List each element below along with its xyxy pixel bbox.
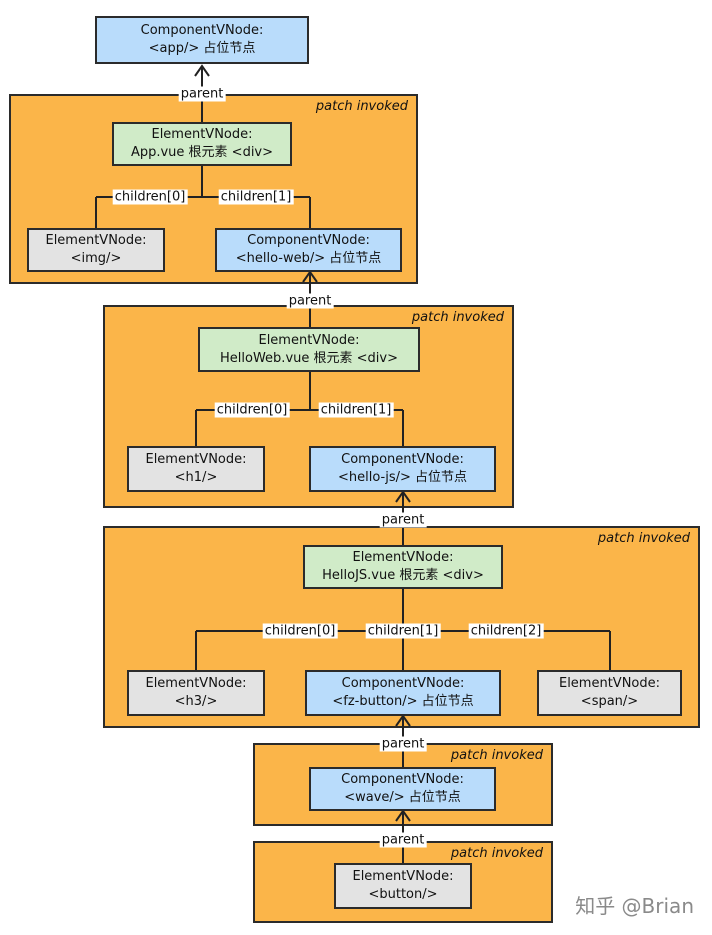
node-type: ComponentVNode:: [341, 452, 464, 467]
node-type: ElementVNode:: [258, 332, 360, 348]
node-desc: <fz-button/> 占位节点: [332, 694, 474, 709]
patch-invoked-label: patch invoked: [450, 846, 543, 861]
parent-label: parent: [286, 293, 334, 309]
node-hellojs-root: ElementVNode: HelloJS.vue 根元素 <div>: [303, 545, 503, 589]
node-type: ComponentVNode:: [341, 772, 464, 787]
node-span: ElementVNode: <span/>: [537, 670, 682, 716]
node-type: ElementVNode:: [558, 676, 661, 691]
node-desc: <img/>: [70, 251, 122, 266]
node-type: ElementVNode:: [45, 233, 147, 248]
node-desc: <h3/>: [174, 694, 218, 709]
node-type: ElementVNode:: [352, 869, 454, 884]
node-desc: App.vue 根元素 <div>: [130, 145, 274, 160]
node-desc: <wave/> 占位节点: [344, 790, 461, 805]
parent-label: parent: [379, 832, 427, 848]
node-type: ElementVNode:: [151, 127, 253, 142]
node-desc: HelloJS.vue 根元素 <div>: [322, 568, 484, 583]
node-type: ComponentVNode:: [140, 23, 264, 38]
children-label: children[1]: [365, 623, 441, 639]
parent-label: parent: [379, 736, 427, 752]
watermark: 知乎 @Brian: [575, 894, 694, 918]
node-desc: <h1/>: [174, 470, 218, 485]
node-type: ElementVNode:: [352, 550, 454, 565]
patch-invoked-label: patch invoked: [597, 531, 690, 546]
children-label: children[0]: [112, 189, 188, 205]
node-desc: HelloWeb.vue 根元素 <div>: [220, 350, 398, 366]
node-helloweb-root: ElementVNode: HelloWeb.vue 根元素 <div>: [198, 327, 420, 372]
node-wave-placeholder: ComponentVNode: <wave/> 占位节点: [309, 767, 496, 811]
node-h1: ElementVNode: <h1/>: [127, 446, 265, 492]
node-app-root: ElementVNode: App.vue 根元素 <div>: [112, 122, 292, 166]
node-button: ElementVNode: <button/>: [334, 863, 472, 909]
node-fzbutton-placeholder: ComponentVNode: <fz-button/> 占位节点: [305, 670, 501, 716]
node-desc: <app/> 占位节点: [148, 41, 256, 56]
children-label: children[0]: [214, 402, 290, 418]
patch-invoked-label: patch invoked: [315, 99, 408, 114]
node-desc: <button/>: [368, 887, 438, 902]
node-h3: ElementVNode: <h3/>: [127, 670, 265, 716]
node-hellojs-placeholder: ComponentVNode: <hello-js/> 占位节点: [309, 446, 496, 492]
node-type: ElementVNode:: [145, 452, 247, 467]
patch-invoked-label: patch invoked: [450, 748, 543, 763]
node-type: ComponentVNode:: [247, 233, 370, 248]
parent-label: parent: [379, 512, 427, 528]
node-app-placeholder: ComponentVNode: <app/> 占位节点: [95, 16, 309, 64]
children-label: children[0]: [262, 623, 338, 639]
node-helloweb-placeholder: ComponentVNode: <hello-web/> 占位节点: [215, 228, 402, 272]
node-desc: <span/>: [580, 694, 639, 709]
node-desc: <hello-js/> 占位节点: [337, 470, 468, 485]
children-label: children[1]: [318, 402, 394, 418]
children-label: children[1]: [218, 189, 294, 205]
parent-label: parent: [178, 86, 226, 102]
node-type: ElementVNode:: [145, 676, 247, 691]
node-desc: <hello-web/> 占位节点: [235, 251, 382, 266]
patch-invoked-label: patch invoked: [411, 310, 504, 325]
node-img: ElementVNode: <img/>: [27, 228, 165, 272]
node-type: ComponentVNode:: [341, 676, 465, 691]
children-label: children[2]: [468, 623, 544, 639]
